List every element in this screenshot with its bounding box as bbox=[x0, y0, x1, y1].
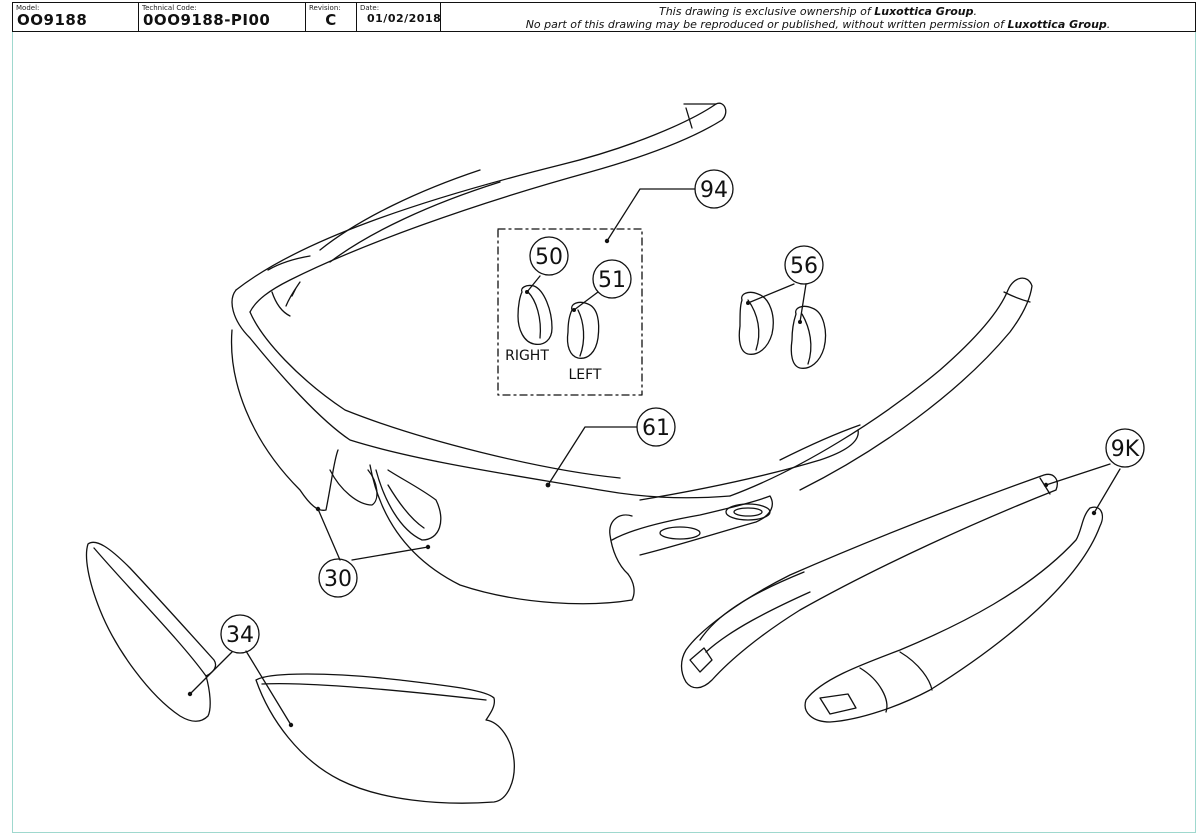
technical-code-value: 0OO9188-PI00 bbox=[143, 11, 271, 29]
nosepads-pair-leader-lines bbox=[747, 283, 807, 323]
callout-nose-bridge: 30 bbox=[318, 558, 358, 598]
callout-lenses: 34 bbox=[220, 614, 260, 654]
frame-leader-line bbox=[547, 426, 638, 486]
callout-nosepad-right-number: 50 bbox=[535, 245, 563, 270]
brand-name: Luxottica Group bbox=[874, 5, 974, 18]
notice-line-2: No part of this drawing may be reproduce… bbox=[525, 18, 1111, 31]
callout-nosepads-pair-number: 56 bbox=[790, 254, 818, 279]
callout-lenses-number: 34 bbox=[226, 623, 254, 648]
nosepad-left bbox=[566, 301, 600, 359]
revision-caption: Revision: bbox=[309, 4, 341, 12]
technical-code-caption: Technical Code: bbox=[142, 4, 197, 12]
callout-frame-number: 61 bbox=[642, 416, 670, 441]
callout-nosepads-kit-number: 94 bbox=[700, 178, 728, 203]
date-caption: Date: bbox=[360, 4, 380, 12]
revision-value: C bbox=[325, 11, 337, 29]
left-label: LEFT bbox=[568, 367, 601, 383]
model-cell: Model: OO9188 bbox=[13, 3, 139, 31]
nosepad-spare-2 bbox=[790, 305, 827, 369]
temples-kit-leader-lines bbox=[1045, 463, 1121, 514]
lens-left bbox=[85, 541, 217, 722]
callout-nose-bridge-number: 30 bbox=[324, 567, 352, 592]
lenses-leader-lines bbox=[189, 650, 292, 726]
notice-line-1: This drawing is exclusive ownership of L… bbox=[658, 5, 978, 18]
model-caption: Model: bbox=[16, 4, 40, 12]
nosepads-kit-leader-line bbox=[606, 188, 696, 242]
frame-front bbox=[230, 102, 1033, 605]
nosepad-right bbox=[517, 284, 553, 346]
ownership-notice: This drawing is exclusive ownership of L… bbox=[441, 3, 1195, 31]
callout-nosepad-left: 51 bbox=[592, 259, 632, 299]
date-value: 01/02/2018 bbox=[367, 12, 442, 25]
callout-nosepad-right: 50 bbox=[529, 236, 569, 276]
nosepads-kit-box bbox=[497, 228, 643, 396]
right-label: RIGHT bbox=[505, 348, 549, 364]
callout-frame: 61 bbox=[636, 407, 676, 447]
callout-temples-kit-number: 9K bbox=[1111, 437, 1140, 462]
nosepad-spare-1 bbox=[738, 291, 774, 355]
lens-right bbox=[255, 673, 515, 804]
callout-nosepads-kit: 94 bbox=[694, 169, 734, 209]
callout-nosepads-pair: 56 bbox=[784, 245, 824, 285]
date-cell: Date: 01/02/2018 bbox=[357, 3, 441, 31]
brand-name: Luxottica Group bbox=[1007, 18, 1107, 31]
nose-bridge-leader-lines bbox=[317, 508, 429, 561]
title-block: Model: OO9188 Technical Code: 0OO9188-PI… bbox=[12, 2, 1196, 32]
spare-temple-lower bbox=[804, 506, 1104, 723]
model-value: OO9188 bbox=[17, 11, 88, 29]
callout-temples-kit: 9K bbox=[1105, 428, 1145, 468]
technical-code-cell: Technical Code: 0OO9188-PI00 bbox=[139, 3, 306, 31]
callout-nosepad-left-number: 51 bbox=[598, 268, 626, 293]
revision-cell: Revision: C bbox=[306, 3, 357, 31]
